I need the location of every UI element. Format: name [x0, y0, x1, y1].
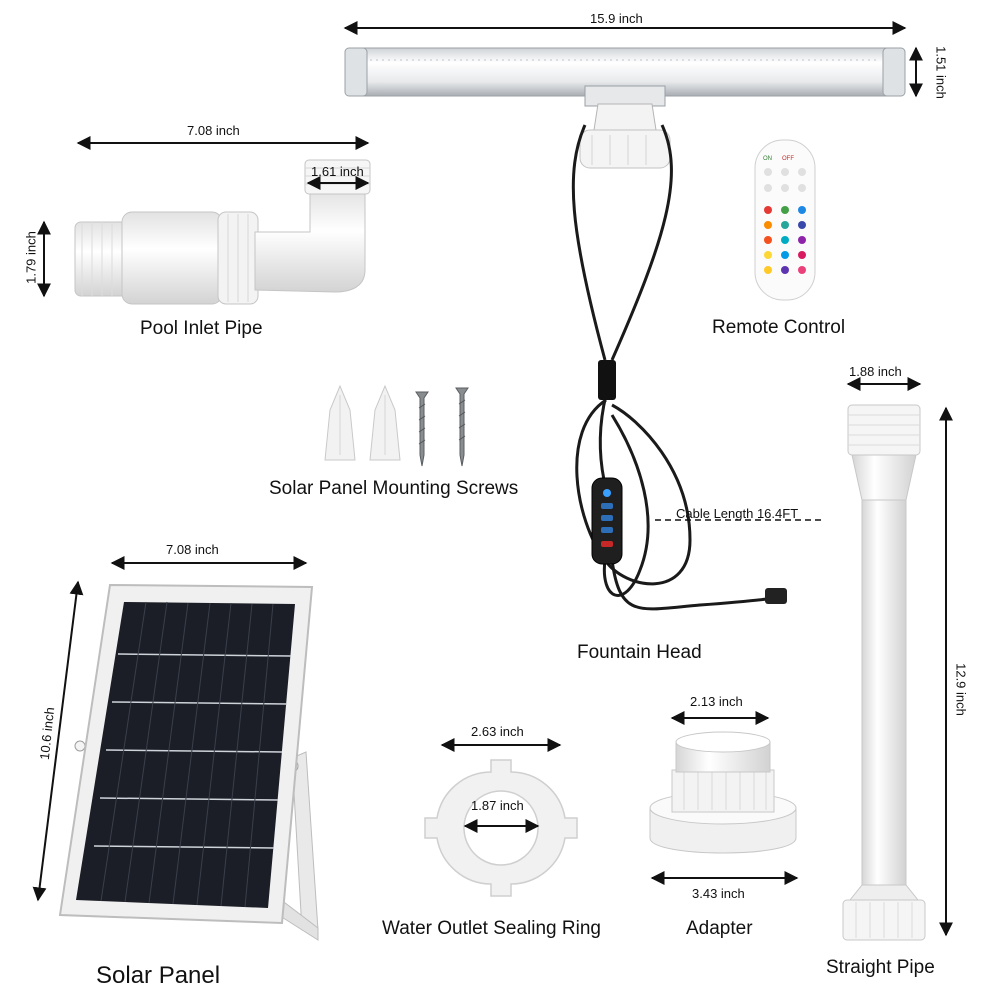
straight-pipe	[842, 404, 926, 941]
pool-inlet-caption: Pool Inlet Pipe	[140, 318, 263, 339]
adapter-caption: Adapter	[686, 918, 753, 939]
straight-pipe-length-label: 12.9 inch	[953, 663, 969, 716]
fountain-head-bar	[344, 47, 906, 169]
inlet-outlet-label: 1.61 inch	[311, 164, 364, 179]
remote-control-caption: Remote Control	[712, 317, 846, 338]
solar-panel-frame	[58, 583, 314, 925]
straight-pipe-diameter-label: 1.88 inch	[849, 364, 902, 379]
wall-anchor	[369, 384, 401, 461]
pool-inlet-pipe	[74, 159, 371, 305]
inline-controller	[591, 477, 623, 565]
connector-plug	[765, 588, 787, 604]
cable-splitter	[598, 360, 616, 400]
fountain-cable	[571, 124, 776, 611]
remote-off-label: OFF	[782, 156, 794, 162]
sealing-ring-caption: Water Outlet Sealing Ring	[382, 918, 601, 939]
sealing-ring	[424, 759, 578, 897]
fountain-width-label: 15.9 inch	[590, 11, 643, 26]
cable-length-label: Cable Length 16.4FT	[676, 506, 799, 521]
dim-line	[32, 580, 84, 902]
solar-width-label: 7.08 inch	[166, 542, 219, 557]
adapter-top-label: 2.13 inch	[690, 694, 743, 709]
fountain-head-caption: Fountain Head	[577, 642, 702, 663]
adapter-bottom-label: 3.43 inch	[692, 886, 745, 901]
screw	[415, 391, 429, 467]
remote-control-body	[754, 139, 816, 301]
wall-anchor	[324, 384, 356, 461]
ring-outer-label: 2.63 inch	[471, 724, 524, 739]
remote-on-label: ON	[763, 156, 772, 162]
fountain-height-label: 1.51 inch	[933, 46, 949, 99]
solar-panel-caption: Solar Panel	[96, 962, 221, 989]
screw	[455, 387, 469, 467]
inlet-height-label: 1.79 inch	[23, 231, 39, 284]
adapter	[649, 731, 797, 854]
straight-pipe-caption: Straight Pipe	[826, 957, 935, 978]
mounting-screws-caption: Solar Panel Mounting Screws	[269, 478, 519, 499]
inlet-length-label: 7.08 inch	[187, 123, 240, 138]
ring-inner-label: 1.87 inch	[471, 798, 524, 813]
